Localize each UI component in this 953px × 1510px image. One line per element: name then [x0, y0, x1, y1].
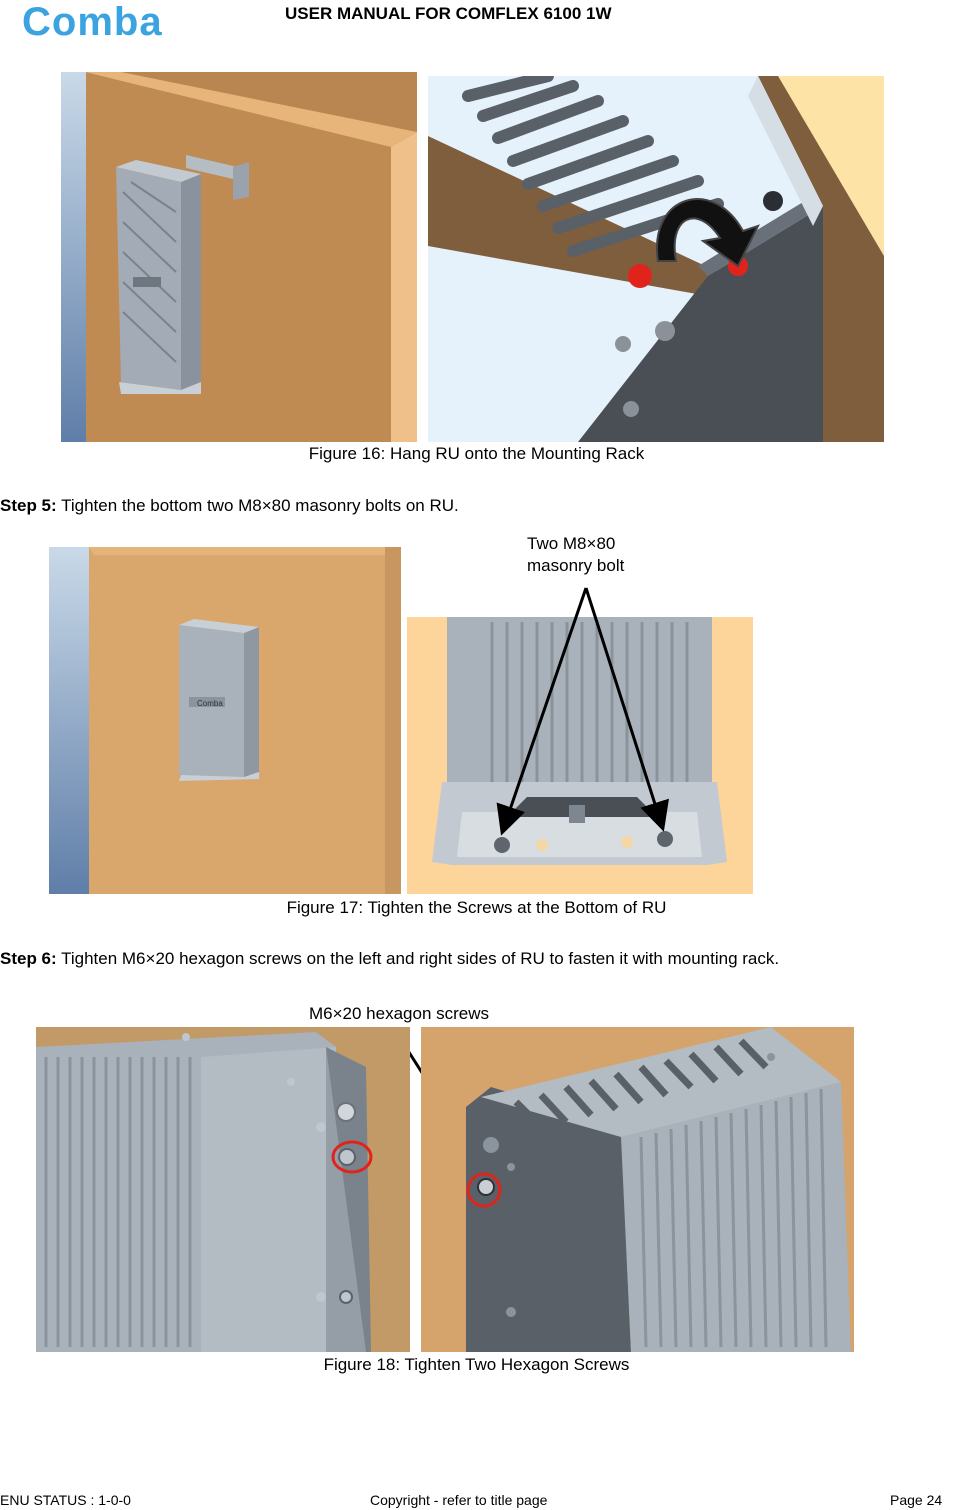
mounting-rack-icon	[186, 155, 249, 200]
footer-status: ENU STATUS : 1-0-0	[0, 1492, 131, 1508]
footer-page-number: Page 24	[890, 1492, 943, 1508]
arrow-to-right-bolt	[584, 587, 669, 832]
step-6: Step 6: Tighten M6×20 hexagon screws on …	[0, 949, 779, 969]
figure-18-image-right	[421, 1027, 854, 1352]
logo-text: Comba	[22, 2, 163, 42]
bolt-callout: Two M8×80 masonry bolt	[527, 533, 624, 577]
device-label: Comba	[197, 699, 223, 708]
figure-16-image-right	[428, 76, 884, 442]
ru-device-icon: Comba	[179, 619, 259, 781]
screw-callout: M6×20 hexagon screws	[309, 1004, 490, 1023]
ru-device-icon	[116, 160, 201, 394]
step-6-text: Tighten M6×20 hexagon screws on the left…	[56, 949, 780, 968]
comba-logo: Comba	[22, 2, 163, 42]
step-6-label: Step 6:	[0, 949, 57, 968]
bolt-callout-line2: masonry bolt	[527, 556, 625, 575]
figure-17-caption: Figure 17: Tighten the Screws at the Bot…	[286, 898, 667, 917]
figure-16-image-left	[61, 72, 417, 442]
step-5: Step 5: Tighten the bottom two M8×80 mas…	[0, 496, 459, 516]
figure-16-caption: Figure 16: Hang RU onto the Mounting Rac…	[308, 444, 645, 463]
figure-17-image-left: Comba	[49, 547, 401, 894]
figure-18-caption: Figure 18: Tighten Two Hexagon Screws	[323, 1355, 630, 1374]
right-screw-highlight	[466, 1172, 502, 1208]
document-title: USER MANUAL FOR COMFLEX 6100 1W	[285, 4, 612, 23]
bolt-callout-line1: Two M8×80	[527, 534, 616, 553]
rotate-arrow-icon	[655, 198, 760, 268]
step-5-text: Tighten the bottom two M8×80 masonry bol…	[56, 496, 459, 515]
arrow-to-left-bolt	[496, 587, 588, 836]
left-screw-highlight	[331, 1140, 373, 1174]
footer-copyright: Copyright - refer to title page	[370, 1492, 548, 1508]
step-5-label: Step 5:	[0, 496, 57, 515]
figure-18-image-left	[36, 1027, 410, 1352]
